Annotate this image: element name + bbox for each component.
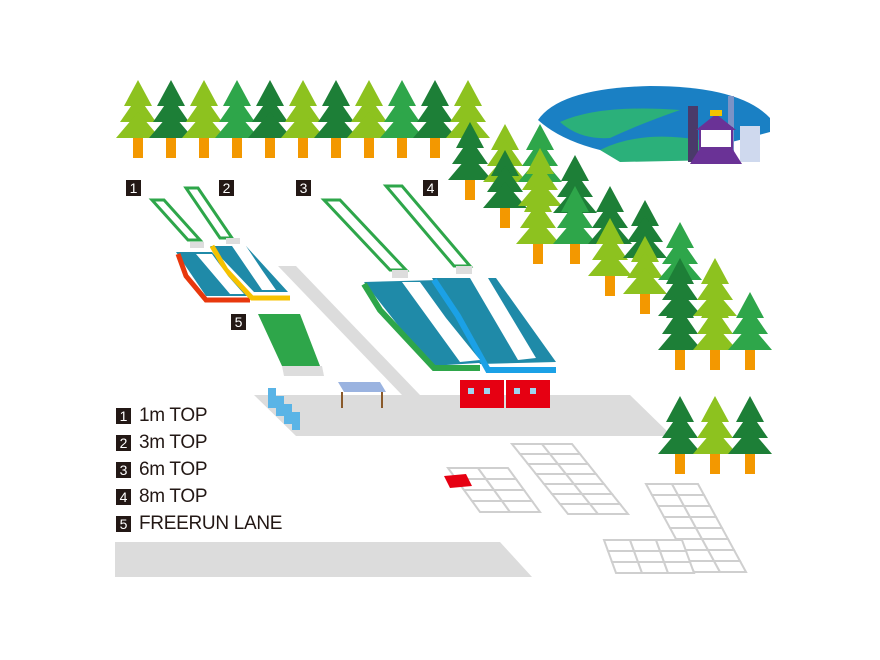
tree-icon (658, 292, 702, 370)
parking-space (555, 463, 599, 475)
parking-space (610, 561, 644, 574)
parking-space (539, 443, 583, 455)
legend-label: 3m TOP (139, 431, 208, 453)
parking-space (606, 550, 640, 563)
tree-icon (248, 80, 292, 158)
tree-icon (347, 80, 391, 158)
parking-space (579, 493, 623, 505)
parking-space (658, 550, 692, 563)
tree-icon (588, 218, 632, 296)
parking-space (563, 473, 607, 485)
tree-icon (149, 80, 193, 158)
tree-icon (483, 150, 527, 228)
parking-space (628, 539, 662, 552)
tree-icon (693, 396, 737, 474)
parking-space (688, 516, 724, 529)
legend-number: 1 (116, 407, 131, 424)
parking-space (476, 467, 518, 480)
tree-icon (623, 236, 667, 314)
parking-space (484, 478, 526, 491)
ramp-6m-8m (320, 184, 556, 373)
parking-space (654, 539, 688, 552)
parking-space (706, 549, 742, 562)
legend-label: 1m TOP (139, 404, 208, 426)
legend-label: 8m TOP (139, 485, 208, 507)
marker-4[interactable]: 4 (423, 180, 438, 196)
parking-space (676, 494, 712, 507)
tree-icon (516, 186, 560, 264)
parking-space (500, 500, 542, 513)
tree-icon (728, 396, 772, 474)
legend-item: 2 3m TOP (116, 429, 282, 456)
tree-icon (380, 80, 424, 158)
legend-item: 3 6m TOP (116, 456, 282, 483)
legend: 1 1m TOP 2 3m TOP 3 6m TOP 4 8m TOP 5 FREERUN… (116, 402, 282, 537)
parking-space (694, 527, 730, 540)
legend-item: 5 FREERUN LANE (116, 510, 282, 537)
legend-item: 4 8m TOP (116, 483, 282, 510)
tree-icon (314, 80, 358, 158)
city-skyline (538, 86, 770, 164)
parking-space (547, 453, 591, 465)
tree-icon (281, 80, 325, 158)
parking-space (587, 503, 631, 515)
legend-number: 3 (116, 461, 131, 478)
facilities (268, 380, 550, 488)
parking-space (700, 538, 736, 551)
tree-icon (215, 80, 259, 158)
tree-icon (182, 80, 226, 158)
parking-space (632, 550, 666, 563)
legend-number: 5 (116, 515, 131, 532)
tree-icon (116, 80, 160, 158)
parking-space (662, 561, 696, 574)
tree-icon (413, 80, 457, 158)
tree-icon (553, 186, 597, 264)
parking-space (712, 560, 748, 573)
parking-space (571, 483, 615, 495)
marker-5[interactable]: 5 (231, 314, 246, 330)
legend-label: 6m TOP (139, 458, 208, 480)
parking-space (602, 539, 636, 552)
parking-space (670, 483, 706, 496)
tree-icon (448, 122, 492, 200)
marker-1[interactable]: 1 (126, 180, 141, 196)
tree-icon (693, 292, 737, 370)
trees (116, 80, 772, 474)
parking-space (682, 505, 718, 518)
marker-2[interactable]: 2 (219, 180, 234, 196)
marker-3[interactable]: 3 (296, 180, 311, 196)
legend-item: 1 1m TOP (116, 402, 282, 429)
parking-space (492, 489, 534, 502)
parking-space (636, 561, 670, 574)
tree-icon (728, 292, 772, 370)
roads (115, 266, 672, 577)
parking-lots (446, 443, 748, 574)
tree-icon (658, 396, 702, 474)
freerun-lane (258, 314, 324, 376)
legend-number: 4 (116, 488, 131, 505)
ramp-1m-3m (148, 186, 290, 303)
legend-label: FREERUN LANE (139, 512, 283, 534)
legend-number: 2 (116, 434, 131, 451)
